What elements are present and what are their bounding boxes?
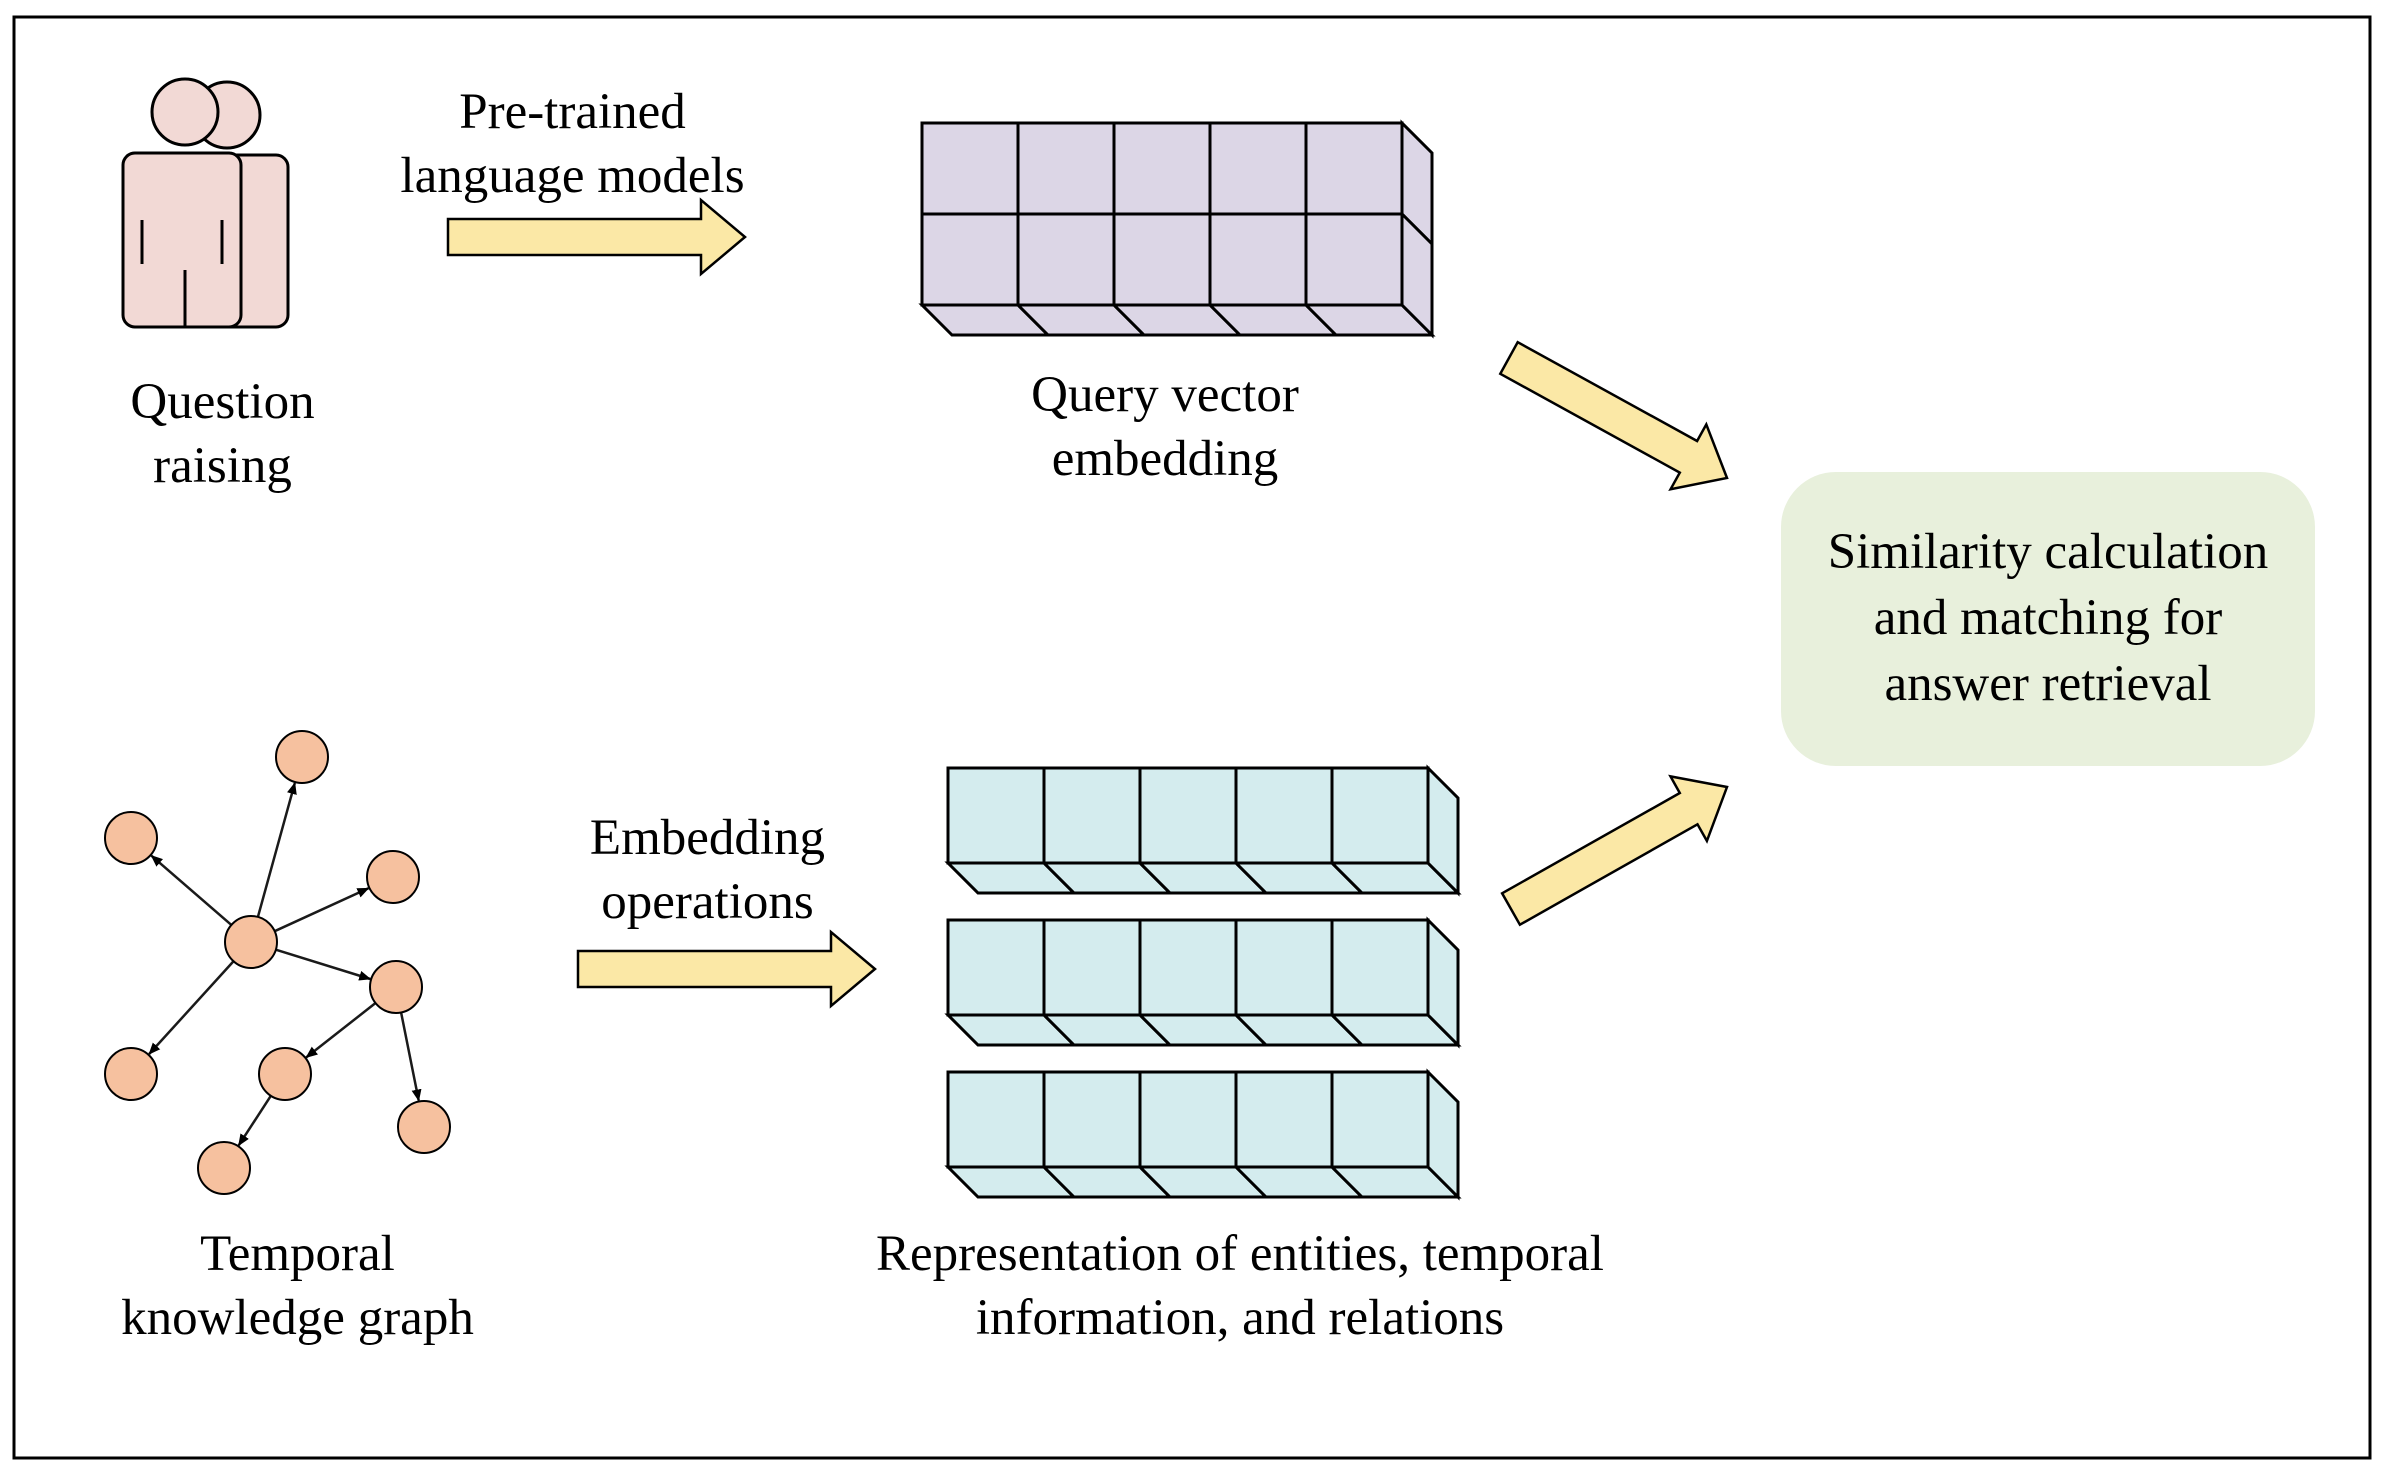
representation-blocks (944, 764, 1462, 1201)
query-label-line-2: embedding (1051, 431, 1279, 487)
representation-cell (1234, 766, 1334, 865)
graph-node (369, 960, 423, 1014)
result-label-line-3: answer retrieval (1884, 656, 2212, 712)
representation-cell (1330, 1070, 1430, 1169)
query-vector-block (918, 119, 1436, 339)
representation-cell (1042, 766, 1142, 865)
tkg-label-line-2: knowledge graph (121, 1290, 474, 1346)
embedding-arrow (576, 929, 877, 1009)
query-cell (1304, 212, 1404, 307)
query-cell (920, 121, 1020, 216)
representation-block (944, 1068, 1462, 1201)
query-vector-label: Query vector embedding (955, 363, 1375, 491)
graph-node (104, 1047, 158, 1101)
pretrained-label-line-1: Pre-trained (459, 84, 686, 140)
question-raising-label: Question raising (80, 370, 365, 498)
representation-to-result-arrow (1500, 774, 1729, 927)
result-label: Similarity calculation and matching for … (1781, 519, 2315, 717)
query-cell (1304, 121, 1404, 216)
tkg-label-line-1: Temporal (200, 1226, 395, 1282)
representation-cell (1234, 1070, 1334, 1169)
query-cell (1016, 212, 1116, 307)
graph-edge (148, 960, 235, 1055)
representation-cell (1138, 1070, 1238, 1169)
graph-node (258, 1047, 312, 1101)
graph-edge (237, 1095, 272, 1147)
pretrained-arrow (446, 197, 747, 277)
representation-block (944, 764, 1462, 897)
result-label-line-1: Similarity calculation (1827, 524, 2269, 580)
query-cell (1208, 212, 1308, 307)
representation-label-line-1: Representation of entities, temporal (876, 1226, 1604, 1282)
representation-cell (946, 918, 1046, 1017)
graph-node (397, 1100, 451, 1154)
query-cell (1112, 121, 1212, 216)
representation-cell (946, 766, 1046, 865)
representation-cell (1138, 918, 1238, 1017)
question-label-line-2: raising (153, 438, 292, 494)
graph-node (197, 1141, 251, 1195)
embedding-label-line-2: operations (601, 874, 814, 930)
embedding-operations-label: Embedding operations (555, 806, 860, 934)
graph-edge (275, 948, 372, 981)
graph-edge (256, 782, 297, 918)
representation-label: Representation of entities, temporal inf… (820, 1222, 1660, 1350)
representation-cell (1042, 918, 1142, 1017)
representation-cell (1138, 766, 1238, 865)
representation-cell (1234, 918, 1334, 1017)
graph-edge (150, 854, 233, 926)
query-cell (1016, 121, 1116, 216)
graph-node (275, 730, 329, 784)
result-box (1781, 472, 2315, 766)
graph-edge (274, 887, 370, 933)
pretrained-models-label: Pre-trained language models (360, 80, 785, 208)
query-cell (920, 212, 1020, 307)
outer-frame (12, 15, 2372, 1460)
flow-arrows (446, 197, 1729, 1009)
question-label-line-1: Question (130, 374, 315, 430)
temporal-knowledge-graph-label: Temporal knowledge graph (80, 1222, 515, 1350)
embedding-label-line-1: Embedding (589, 810, 826, 866)
representation-block (944, 916, 1462, 1049)
graph-edge (305, 1002, 377, 1059)
graph-edge (399, 1012, 422, 1102)
query-to-result-arrow (1498, 340, 1729, 491)
query-cell (1208, 121, 1308, 216)
pretrained-label-line-2: language models (400, 148, 745, 204)
query-cell (1112, 212, 1212, 307)
representation-cell (1330, 918, 1430, 1017)
knowledge-graph-icon (104, 730, 451, 1195)
users-icon (121, 77, 290, 329)
representation-cell (1330, 766, 1430, 865)
query-label-line-1: Query vector (1031, 367, 1299, 423)
representation-cell (946, 1070, 1046, 1169)
graph-node (366, 850, 420, 904)
representation-cell (1042, 1070, 1142, 1169)
graph-node (224, 915, 278, 969)
representation-label-line-2: information, and relations (975, 1290, 1505, 1346)
result-label-line-2: and matching for (1873, 590, 2223, 646)
graph-node (104, 811, 158, 865)
